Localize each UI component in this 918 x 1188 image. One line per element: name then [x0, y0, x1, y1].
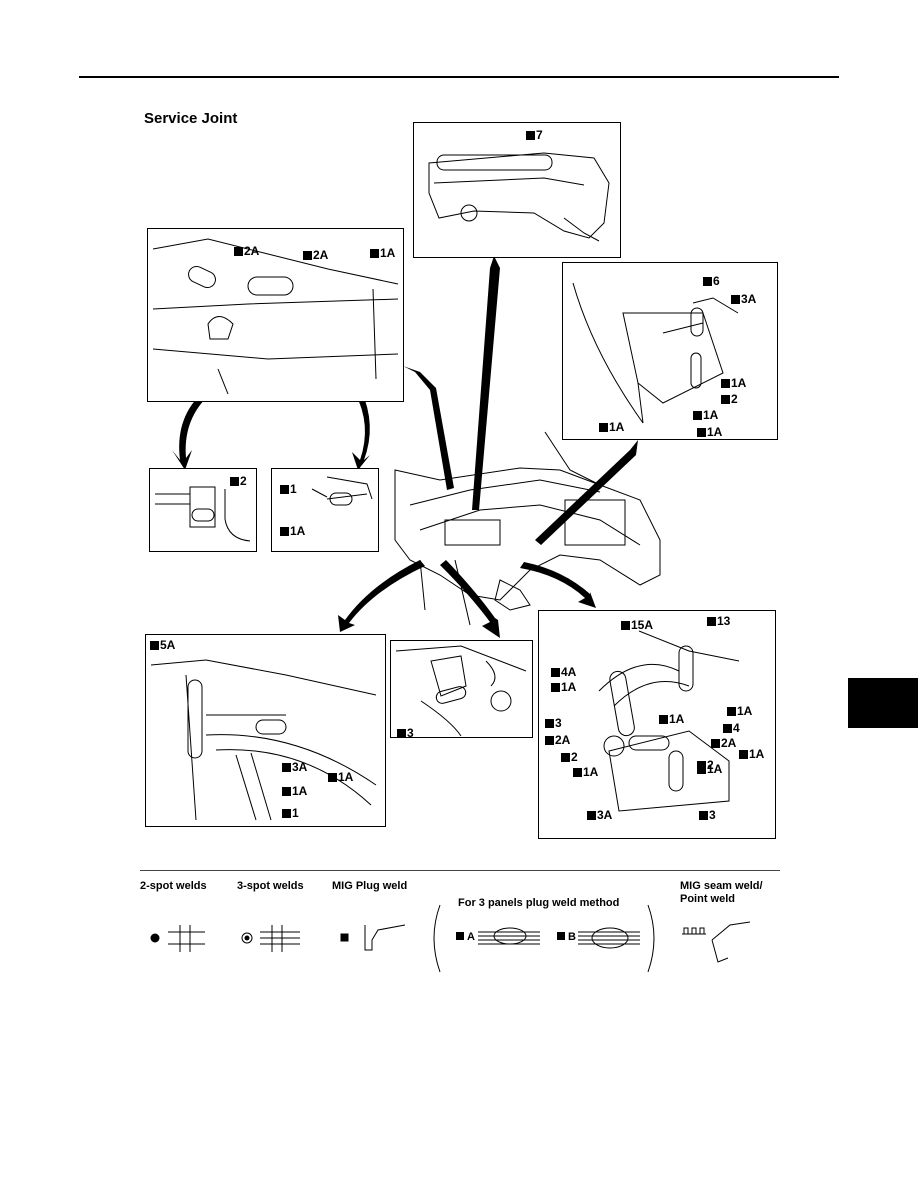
panel-detail-1: 1 1A: [271, 468, 379, 552]
callout-1a-d: 1A: [697, 426, 722, 439]
callout-3a-bl: 3A: [282, 761, 307, 774]
callout-1-bl: 1: [282, 807, 299, 820]
callout-6: 6: [703, 275, 720, 288]
callout-1a-br-f: 1A: [697, 763, 722, 776]
panel-detail-7: 7: [413, 122, 621, 258]
callout-4: 4: [723, 722, 740, 735]
legend-mig-seam-1: MIG seam weld/: [680, 880, 763, 892]
wheelhouse-rear-drawing: [598, 630, 740, 812]
callout-2-small: 2: [230, 475, 247, 488]
plug-weld-square-icon: [340, 933, 349, 942]
right-paren-icon: [647, 904, 655, 973]
wheelhouse-front-drawing: [150, 659, 377, 821]
detail-2-drawing: [155, 486, 251, 542]
callout-1-small: 1: [280, 483, 297, 496]
left-paren-icon: [433, 904, 441, 973]
seam-weld-icon: [682, 927, 706, 935]
callout-1a-bl-a: 1A: [328, 771, 353, 784]
callout-3-br-b: 3: [699, 809, 716, 822]
legend-three-spot: 3-spot welds: [237, 880, 304, 892]
legend-three-panels: For 3 panels plug weld method: [458, 897, 620, 909]
mig-plug-icon: [364, 924, 406, 951]
legend-method-a: A: [456, 931, 475, 943]
method-b-panels-icon: [578, 931, 640, 945]
panel-wheelhouse-rear: 15A 13 4A 1A 1A 1A 3 4 2A 1A 2A 2 2 1A 1…: [538, 610, 776, 839]
page-title: Service Joint: [144, 110, 238, 127]
method-b-weld-icon: [591, 927, 629, 949]
callout-1a-b: 1A: [693, 409, 718, 422]
panel-apron-detail: 3: [390, 640, 533, 738]
callout-2-br-b: 2: [561, 751, 578, 764]
legend-rule: [140, 870, 780, 871]
legend-mig-plug: MIG Plug weld: [332, 880, 408, 892]
three-spot-icon: [241, 932, 253, 944]
callout-3a-br: 3A: [587, 809, 612, 822]
panel-wheelhouse-front: 5A 3A 1A 1A 1: [145, 634, 386, 827]
legend-method-b: B: [557, 931, 576, 943]
callout-1a-c: 1A: [599, 421, 624, 434]
method-a-weld-icon: [493, 927, 527, 945]
callout-1a-br-a: 1A: [551, 681, 576, 694]
callout-3-br-a: 3: [545, 717, 562, 730]
header-rule: [79, 76, 839, 78]
legend-mig-seam-2: Point weld: [680, 893, 735, 905]
callout-1a-br-d: 1A: [739, 748, 764, 761]
two-spot-icon: [150, 933, 160, 943]
callout-1a-a: 1A: [721, 377, 746, 390]
callout-1a: 1A: [370, 247, 395, 260]
callout-2a-left: 2A: [234, 245, 259, 258]
strut-tower-drawing: [572, 282, 739, 424]
panel-upper-pillar: 2A 2A 1A: [147, 228, 404, 402]
point-weld-torch-icon: [711, 921, 751, 963]
callout-4a: 4A: [551, 666, 576, 679]
callout-3a: 3A: [731, 293, 756, 306]
panel-strut-tower: 6 3A 1A 2 1A 1A 1A: [562, 262, 778, 440]
callout-1a-small: 1A: [280, 525, 305, 538]
section-tab: [848, 678, 918, 728]
method-a-panels-icon: [478, 931, 540, 945]
callout-2: 2: [721, 393, 738, 406]
callout-3-bm: 3: [397, 727, 414, 737]
callout-2a-br-a: 2A: [711, 737, 736, 750]
upper-pillar-drawing: [152, 238, 399, 395]
detail-1-drawing: [311, 476, 373, 506]
callout-1a-br-c: 1A: [659, 713, 684, 726]
three-spot-weld-icon: [260, 925, 300, 952]
callout-5a: 5A: [150, 639, 175, 652]
two-spot-weld-icon: [168, 925, 205, 952]
callout-2a-mid: 2A: [303, 249, 328, 262]
legend-two-spot: 2-spot welds: [140, 880, 207, 892]
callout-15a: 15A: [621, 619, 653, 632]
panel-detail-2: 2: [149, 468, 257, 552]
callout-1a-br-e: 1A: [573, 766, 598, 779]
callout-1a-br-b: 1A: [727, 705, 752, 718]
callout-7: 7: [526, 129, 543, 142]
apron-detail-drawing: [395, 645, 527, 737]
callout-1a-bl-b: 1A: [282, 785, 307, 798]
panel-7-drawing: [428, 152, 610, 242]
callout-13: 13: [707, 615, 730, 628]
callout-2a-br-b: 2A: [545, 734, 570, 747]
